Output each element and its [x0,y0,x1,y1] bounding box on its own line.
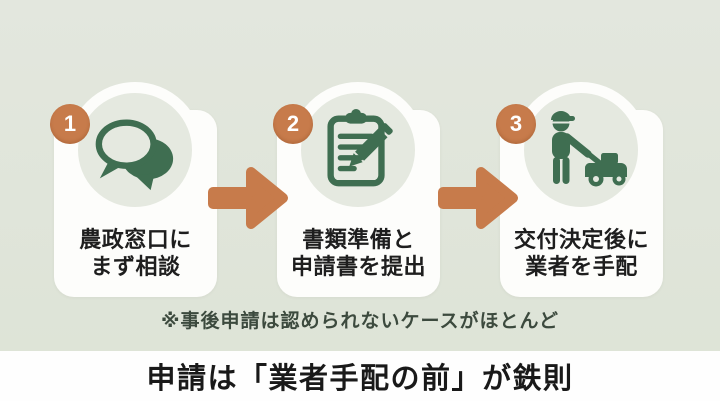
footer-band: 申請は「業者手配の前」が鉄則 [0,351,720,401]
arrow-right-icon [208,167,288,229]
step-1-number: 1 [63,111,77,136]
step-3-label: 交付決定後に 業者を手配 [500,226,663,280]
step-3-icon-circle [513,82,649,218]
step-2-label-line-1: 書類準備と [302,227,415,252]
step-3-number-badge: 3 [496,104,536,144]
footer-title: 申請は「業者手配の前」が鉄則 [146,363,574,395]
clipboard-pencil-icon [327,108,393,187]
step-1-number-badge: 1 [50,104,90,144]
step-1-label-line-2: まず相談 [90,254,181,279]
step-2-icon-circle [290,82,426,218]
step-2-number-badge: 2 [273,104,313,144]
step-2-label-line-2: 申請書を提出 [290,254,426,279]
step-1-label-line-1: 農政窓口に [79,227,192,252]
step-2-number: 2 [286,111,300,136]
step-1-label: 農政窓口に まず相談 [54,226,217,280]
lawn-mower-worker-icon [550,111,627,187]
step-3-label-line-2: 業者を手配 [525,254,638,279]
step-2-label: 書類準備と 申請書を提出 [277,226,440,280]
step-3-number: 3 [509,111,523,136]
arrow-right-icon [438,167,518,229]
step-1-icon-circle [67,82,203,218]
caution-note: ※事後申請は認められないケースがほとんど [161,311,559,332]
step-3-label-line-1: 交付決定後に [513,227,649,252]
chat-bubbles-icon [95,119,174,191]
